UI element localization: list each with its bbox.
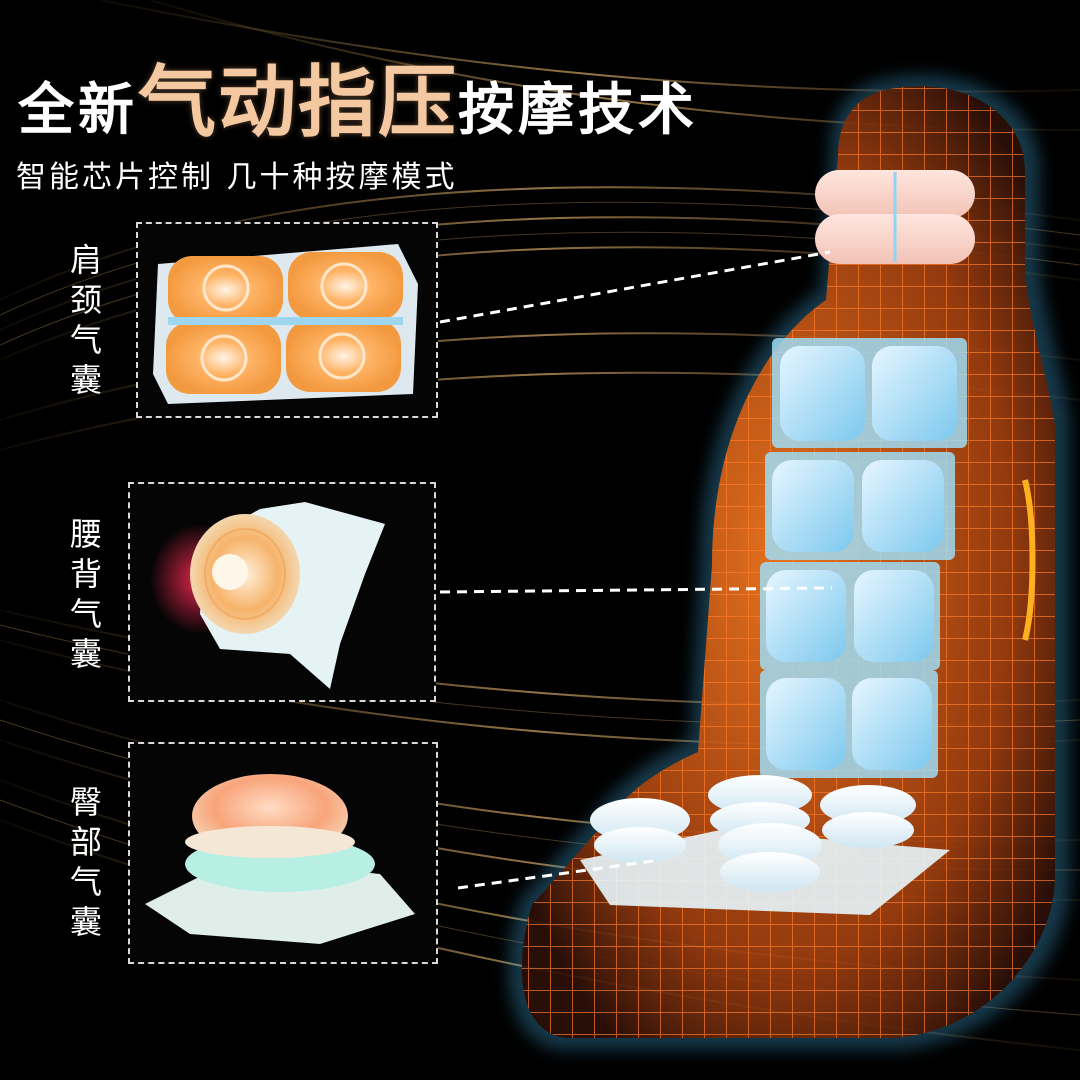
lumbar-back-label: 腰背气囊 [69,515,102,673]
shoulder-neck-airbag-image [153,244,418,404]
cushion-airbags [580,775,950,915]
hip-label: 臀部气囊 [69,783,102,941]
subheadline: 智能芯片控制 几十种按摩模式 [16,160,458,195]
headline-part-1: 全新 [18,78,138,143]
lumbar-back-airbag-image [150,502,385,689]
hip-airbag-image [145,774,415,944]
back-airbags [760,338,967,778]
shoulder-neck-panel [136,222,438,418]
headline-part-2: 按摩技术 [458,78,699,143]
lumbar-back-panel [128,482,436,702]
headline-highlight: 气动指压 [138,58,459,148]
shoulder-neck-label: 肩颈气囊 [69,241,102,399]
connector-lines [439,250,833,890]
headline: 全新气动指压按摩技术 [18,40,698,152]
hip-panel [128,742,438,964]
headrest-airbag [815,170,975,264]
